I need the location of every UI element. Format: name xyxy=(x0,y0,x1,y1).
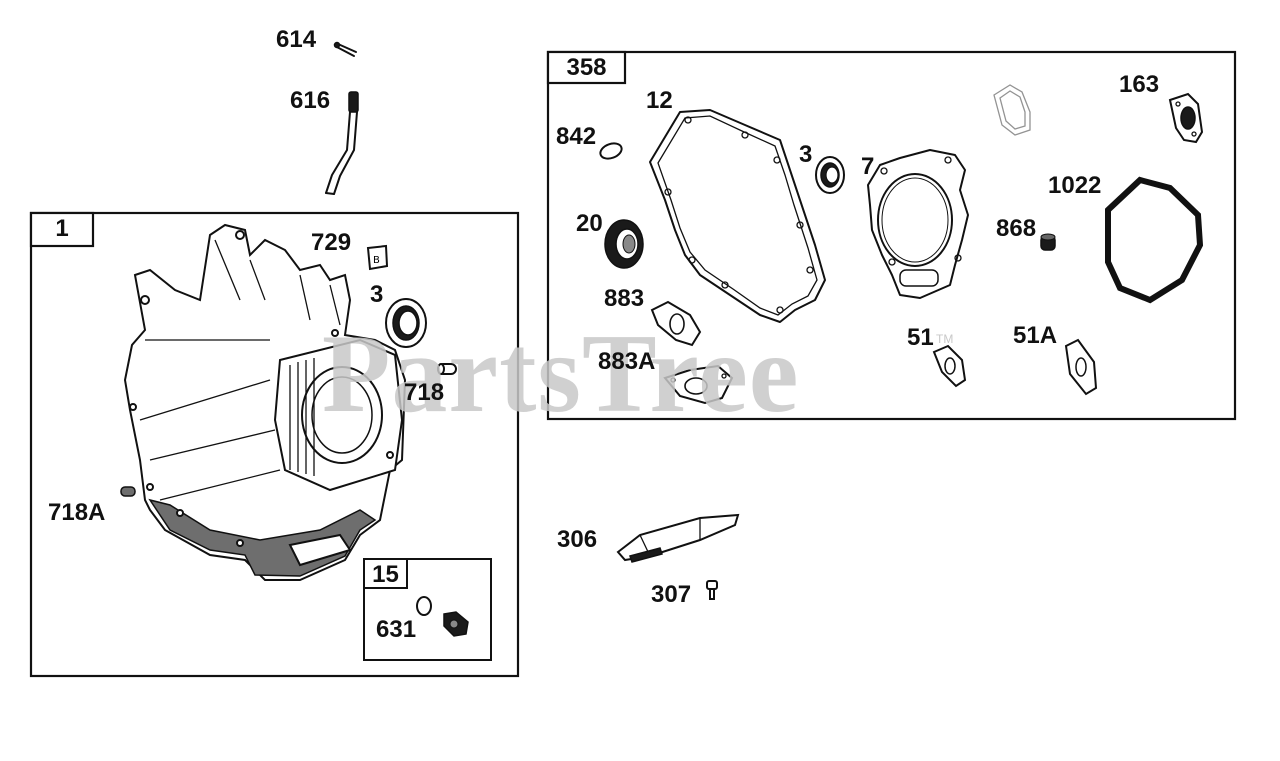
callout-7[interactable]: 7 xyxy=(861,153,875,180)
exhaust-gasket-icon[interactable] xyxy=(1168,92,1204,144)
intake-gasket-icon[interactable] xyxy=(650,300,702,347)
engine-block-icon[interactable] xyxy=(123,223,407,581)
head-gasket-icon[interactable] xyxy=(867,149,969,299)
drain-plug-icon[interactable] xyxy=(443,611,469,637)
callout-163[interactable]: 163 xyxy=(1119,71,1160,98)
callout-12[interactable]: 12 xyxy=(646,87,673,114)
callout-718a[interactable]: 718A xyxy=(48,499,106,526)
oil-seal-icon[interactable] xyxy=(815,156,845,194)
dowel-pin-icon[interactable] xyxy=(437,363,457,375)
group-box-358 xyxy=(546,50,1237,421)
watermark: PartsTree xyxy=(322,312,800,436)
callout-868[interactable]: 868 xyxy=(996,215,1037,242)
callout-631[interactable]: 631 xyxy=(376,616,417,643)
callout-51[interactable]: 51 xyxy=(907,324,934,351)
gasket-icon[interactable] xyxy=(993,84,1031,136)
callout-307[interactable]: 307 xyxy=(651,581,692,608)
baffle-plate-icon[interactable] xyxy=(616,513,740,563)
crankcase-gasket-icon[interactable] xyxy=(649,109,826,323)
oil-seal-icon[interactable] xyxy=(604,219,644,269)
intake-gasket-icon[interactable] xyxy=(663,364,734,405)
dowel-pin-icon[interactable] xyxy=(120,486,136,497)
valve-cover-gasket-icon[interactable] xyxy=(1105,176,1204,304)
callout-3-right[interactable]: 3 xyxy=(799,141,813,168)
carburetor-gasket-icon[interactable] xyxy=(932,344,967,388)
valve-seal-icon[interactable] xyxy=(1040,233,1056,251)
group-box-1 xyxy=(29,211,520,678)
group-label-1: 1 xyxy=(55,215,69,242)
pin-icon[interactable] xyxy=(333,41,357,57)
callout-883[interactable]: 883 xyxy=(604,285,645,312)
oil-seal-icon[interactable] xyxy=(385,298,427,348)
callout-1022[interactable]: 1022 xyxy=(1048,172,1102,199)
callout-3-left[interactable]: 3 xyxy=(370,281,384,308)
callout-729[interactable]: 729 xyxy=(311,229,352,256)
svg-text:B: B xyxy=(373,255,380,266)
carburetor-gasket-icon[interactable] xyxy=(1064,338,1098,396)
dipstick-rod-icon[interactable] xyxy=(325,91,359,195)
watermark-trademark: TM xyxy=(936,332,954,346)
callout-51a[interactable]: 51A xyxy=(1013,322,1058,349)
callout-616[interactable]: 616 xyxy=(290,87,331,114)
callout-842[interactable]: 842 xyxy=(556,123,597,150)
washer-icon[interactable] xyxy=(416,596,432,616)
group-box-15 xyxy=(363,558,492,661)
plug-clip-icon[interactable]: B xyxy=(366,244,389,271)
callout-614[interactable]: 614 xyxy=(276,26,317,53)
callout-306[interactable]: 306 xyxy=(557,526,598,553)
group-label-358: 358 xyxy=(566,54,607,81)
callout-883a[interactable]: 883A xyxy=(598,348,656,375)
screw-icon[interactable] xyxy=(706,580,718,600)
callout-20[interactable]: 20 xyxy=(576,210,603,237)
o-ring-icon[interactable] xyxy=(598,141,623,162)
callout-718[interactable]: 718 xyxy=(404,379,445,406)
group-label-15: 15 xyxy=(372,561,399,588)
